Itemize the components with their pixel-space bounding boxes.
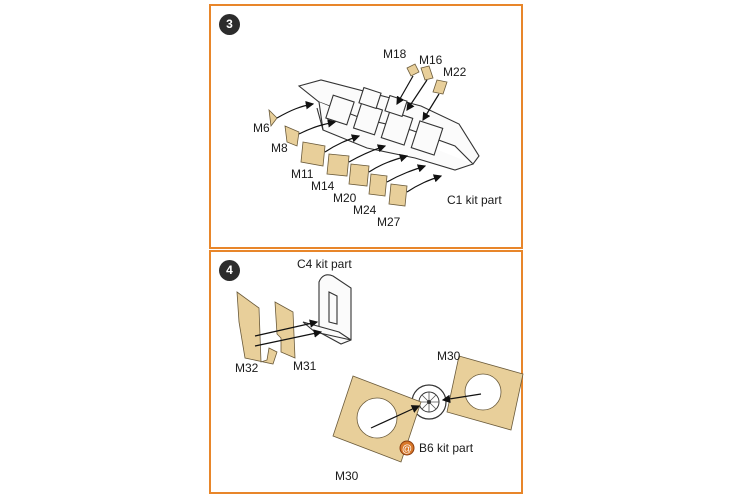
b6-marker-symbol: @ bbox=[402, 444, 412, 455]
step-3-diagram: M18 M16 M22 M6 M8 M11 M14 M20 M24 M27 C1… bbox=[253, 47, 502, 229]
mask-m24 bbox=[368, 173, 388, 197]
arrow-m11 bbox=[324, 134, 361, 153]
mask-m31 bbox=[274, 301, 296, 359]
c4-kit-part bbox=[302, 274, 352, 345]
mask-m30-left-hole bbox=[356, 397, 398, 439]
label-m30-left: M30 bbox=[335, 469, 359, 483]
label-m22: M22 bbox=[443, 65, 467, 79]
label-m6: M6 bbox=[253, 121, 270, 135]
mask-m11 bbox=[300, 141, 326, 167]
mask-m27 bbox=[388, 183, 408, 207]
mask-m6 bbox=[268, 108, 278, 128]
arrow-m6 bbox=[276, 101, 315, 119]
arrow-m30-right bbox=[441, 393, 482, 404]
label-m11: M11 bbox=[291, 167, 314, 181]
arrow-m24 bbox=[386, 164, 427, 183]
label-m20: M20 bbox=[333, 191, 357, 205]
label-m18: M18 bbox=[383, 47, 407, 61]
label-m27: M27 bbox=[377, 215, 401, 229]
label-m24: M24 bbox=[353, 203, 377, 217]
mask-m32 bbox=[236, 291, 278, 365]
label-b6-kit-part: B6 kit part bbox=[419, 441, 474, 455]
step-3-panel: 3 bbox=[209, 4, 523, 249]
arrow-m31 bbox=[254, 319, 319, 337]
label-m8: M8 bbox=[271, 141, 288, 155]
arrow-m20 bbox=[368, 153, 409, 173]
mask-m14 bbox=[326, 153, 350, 177]
c1-kit-part bbox=[297, 79, 480, 171]
mask-m16 bbox=[420, 65, 434, 81]
arrow-m14 bbox=[348, 144, 387, 163]
arrow-m16 bbox=[406, 79, 428, 111]
step-4-diagram: @ C4 kit part B6 kit part M32 M31 M30 M3… bbox=[235, 257, 524, 483]
arrow-m32 bbox=[254, 329, 323, 347]
arrow-m22 bbox=[422, 93, 440, 122]
label-c1-kit-part: C1 kit part bbox=[447, 193, 502, 207]
label-m30-right: M30 bbox=[437, 349, 461, 363]
label-m32: M32 bbox=[235, 361, 259, 375]
arrow-m8 bbox=[298, 119, 337, 135]
arrow-m18 bbox=[396, 75, 414, 106]
mask-m30-right-hole bbox=[464, 373, 502, 411]
label-c4-kit-part: C4 kit part bbox=[297, 257, 352, 271]
step-4-badge: 4 bbox=[219, 260, 240, 281]
mask-m8 bbox=[284, 125, 300, 147]
label-m16: M16 bbox=[419, 53, 443, 67]
step-4-panel: 4 @ C4 kit part B6 kit bbox=[209, 250, 524, 494]
mask-m22 bbox=[432, 79, 448, 95]
b6-marker-icon bbox=[399, 440, 415, 456]
step-3-badge: 3 bbox=[219, 14, 240, 35]
label-m31: M31 bbox=[293, 359, 317, 373]
arrow-m27 bbox=[406, 174, 443, 193]
label-m14: M14 bbox=[311, 179, 335, 193]
mask-m18 bbox=[406, 63, 420, 77]
mask-m20 bbox=[348, 163, 370, 187]
arrow-m30-left bbox=[370, 405, 421, 429]
